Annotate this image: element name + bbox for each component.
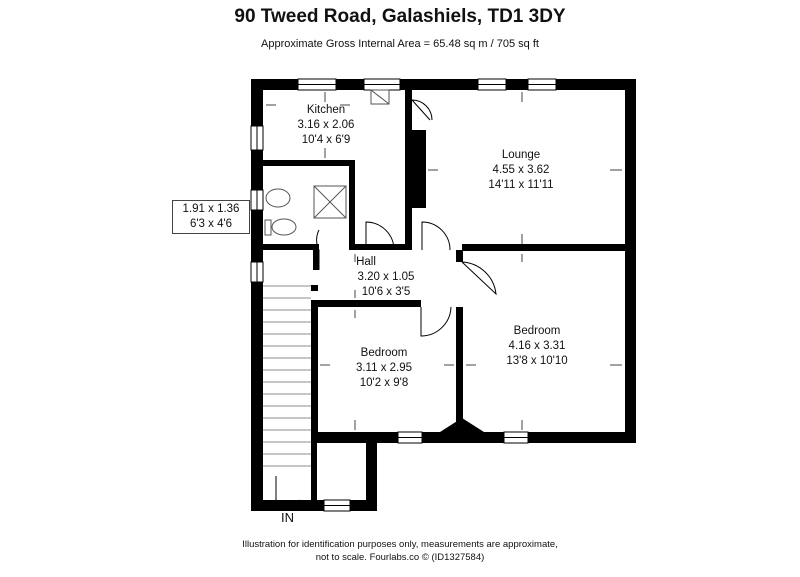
wall-bathroom-bottom: [263, 244, 319, 250]
room-bedroom-right-metric: 4.16 x 3.31: [508, 340, 566, 352]
room-bedroom-left-name: Bedroom: [360, 347, 408, 359]
wall-hall-stub: [313, 244, 319, 270]
wall-porch-right: [366, 443, 377, 511]
wall-porch-inner: [311, 443, 317, 511]
wall-bedroom-left-left: [311, 300, 318, 443]
door-bathroom: [316, 229, 320, 270]
room-bedroom-right-imperial: 13'8 x 10'10: [506, 355, 568, 367]
dimension-ticks: [266, 92, 622, 430]
wall-bedroom-left-top: [311, 300, 421, 307]
bathroom-imperial: 6'3 x 4'6: [189, 218, 233, 230]
toilet: [271, 218, 297, 236]
room-bedroom-left: Bedroom 3.11 x 2.95 10'2 x 9'8: [314, 346, 454, 391]
bathroom-dimensions: 1.91 x 1.36 6'3 x 4'6: [172, 200, 250, 234]
wall-bottom: [311, 432, 636, 443]
wall-lounge-bedroom: [462, 244, 636, 251]
disclaimer-line-2: not to scale. Fourlabs.co © (ID1327584): [315, 552, 485, 563]
room-lounge: Lounge 4.55 x 3.62 14'11 x 11'11: [451, 148, 591, 193]
door-bedroom-right: [461, 261, 497, 296]
room-kitchen-imperial: 10'4 x 6'9: [301, 134, 351, 146]
wall-hall-stub-2: [311, 285, 318, 291]
kitchen-fixtures: [370, 89, 390, 105]
gross-area: Approximate Gross Internal Area = 65.48 …: [261, 38, 539, 50]
room-hall: Hall 3.20 x 1.05 10'6 x 3'5: [316, 255, 456, 300]
doors: [275, 99, 497, 504]
bathroom-fixtures: [264, 185, 347, 236]
wall-kitchen-bottom: [263, 160, 355, 166]
room-bedroom-left-imperial: 10'2 x 9'8: [359, 377, 409, 389]
room-lounge-imperial: 14'11 x 11'11: [488, 179, 554, 191]
room-lounge-metric: 4.55 x 3.62: [492, 164, 550, 176]
door-entry: [275, 476, 301, 504]
room-kitchen-name: Kitchen: [306, 104, 346, 116]
door-lounge: [421, 221, 451, 251]
room-hall-metric: 3.20 x 1.05: [357, 271, 415, 283]
disclaimer: Illustration for identification purposes…: [200, 538, 600, 564]
page-title: 90 Tweed Road, Galashiels, TD1 3DY: [234, 6, 566, 27]
walls: [251, 79, 636, 511]
chimney-breast: [405, 130, 426, 208]
basin: [265, 188, 291, 208]
wall-left: [251, 79, 263, 511]
windows: [250, 78, 557, 512]
room-bedroom-right: Bedroom 4.16 x 3.31 13'8 x 10'10: [467, 324, 607, 369]
wall-hall-top: [349, 244, 405, 250]
room-kitchen: Kitchen 3.16 x 2.06 10'4 x 6'9: [256, 103, 396, 148]
wall-right: [625, 79, 636, 443]
door-bedroom-left: [420, 306, 452, 337]
disclaimer-line-1: Illustration for identification purposes…: [242, 539, 558, 550]
wall-bathroom-right: [349, 160, 355, 250]
room-hall-imperial: 10'6 x 3'5: [361, 286, 411, 298]
door-lounge-cupboard: [411, 99, 433, 121]
room-lounge-name: Lounge: [501, 149, 541, 161]
room-hall-name: Hall: [356, 256, 376, 268]
bathroom-metric: 1.91 x 1.36: [182, 203, 240, 215]
wall-corner-triangle: [440, 418, 484, 432]
room-bedroom-left-metric: 3.11 x 2.95: [355, 362, 413, 374]
entry-label: IN: [281, 510, 294, 525]
wall-bedrooms-divider: [456, 307, 463, 432]
wall-bedroom-right-stub: [456, 250, 463, 262]
wall-top: [251, 79, 636, 90]
stairs: [263, 285, 311, 467]
toilet-cistern: [264, 219, 272, 236]
room-kitchen-metric: 3.16 x 2.06: [297, 119, 355, 131]
room-bedroom-right-name: Bedroom: [513, 325, 561, 337]
door-kitchen: [365, 221, 395, 251]
